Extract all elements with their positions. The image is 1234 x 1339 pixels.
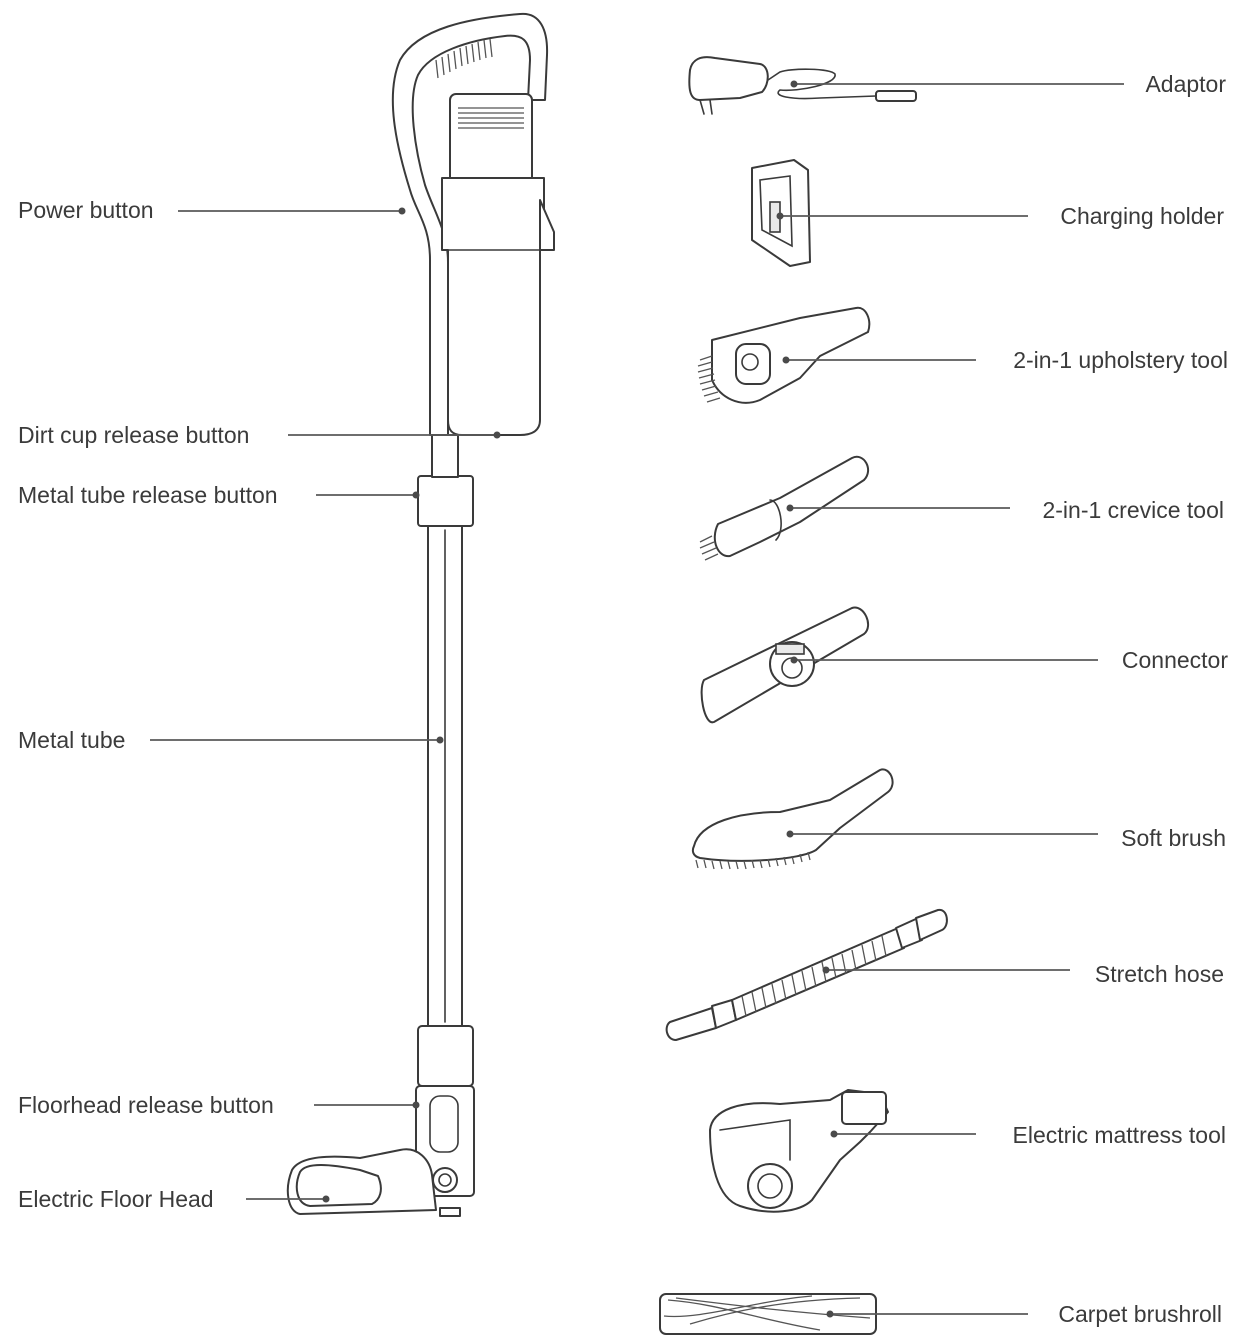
label-crevice-tool: 2-in-1 crevice tool <box>1042 497 1224 523</box>
battery-clip <box>539 199 555 251</box>
label-electric-mattress-tool: Electric mattress tool <box>1013 1122 1226 1148</box>
leader-lines <box>150 80 1124 1318</box>
upper-tube <box>431 434 459 478</box>
label-soft-brush: Soft brush <box>1121 825 1226 851</box>
label-carpet-brushroll: Carpet brushroll <box>1058 1301 1222 1327</box>
label-dirt-cup-release-button: Dirt cup release button <box>18 422 249 448</box>
label-upholstery-tool: 2-in-1 upholstery tool <box>1013 347 1228 373</box>
upholstery-tool-illustration <box>697 306 871 404</box>
cyclone-body <box>441 177 545 436</box>
label-connector: Connector <box>1122 647 1228 673</box>
label-adaptor: Adaptor <box>1145 71 1226 97</box>
motor-vents <box>458 107 524 129</box>
handle <box>391 12 549 436</box>
label-metal-tube: Metal tube <box>18 727 125 753</box>
accessory-labels: Adaptor Charging holder 2-in-1 upholster… <box>1013 71 1229 1327</box>
connector-illustration <box>700 606 870 724</box>
electric-mattress-tool-illustration <box>709 1089 889 1213</box>
soft-brush-illustration <box>691 768 894 870</box>
label-floorhead-release-button: Floorhead release button <box>18 1092 274 1118</box>
adaptor-illustration <box>688 56 917 115</box>
grip-texture <box>435 38 493 79</box>
lower-collar <box>417 1025 474 1087</box>
vacuum-part-labels: Power button Dirt cup release button Met… <box>18 197 278 1212</box>
stretch-hose-illustration <box>665 908 948 1041</box>
wheel <box>432 1167 458 1193</box>
label-metal-tube-release-button: Metal tube release button <box>18 482 278 508</box>
label-electric-floor-head: Electric Floor Head <box>18 1186 214 1212</box>
label-charging-holder: Charging holder <box>1060 203 1224 229</box>
label-stretch-hose: Stretch hose <box>1095 961 1224 987</box>
label-power-button: Power button <box>18 197 154 223</box>
tube-collar <box>417 475 474 527</box>
vacuum-illustration <box>286 12 555 1217</box>
